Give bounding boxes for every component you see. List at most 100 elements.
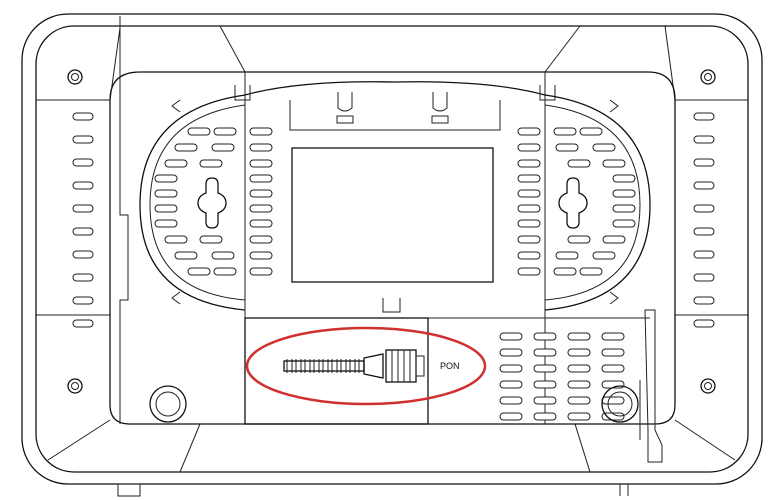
vent-slot [567, 412, 591, 421]
vent-slot [612, 219, 636, 228]
side-vent [693, 158, 715, 167]
left-wall [119, 16, 129, 424]
winding-rail-left [139, 94, 246, 311]
side-vents-left [72, 112, 94, 328]
vent-slot [592, 143, 616, 152]
vent-slot [249, 159, 273, 168]
connector-boot [363, 353, 384, 379]
side-vent [72, 273, 94, 282]
vent-slot [174, 143, 198, 152]
side-vent [72, 135, 94, 144]
vent-slot [601, 396, 625, 405]
side-vent [693, 204, 715, 213]
right-latch [644, 309, 663, 463]
side-vents-right [693, 112, 715, 328]
vent-slots-left [154, 127, 273, 276]
vent-slot [154, 219, 178, 228]
vent-slot [612, 189, 636, 198]
vent-slot [517, 174, 541, 183]
vent-slot [592, 251, 616, 260]
side-vent [72, 204, 94, 213]
pon-port-label: PON [440, 361, 460, 371]
keyhole-right [558, 177, 588, 229]
vent-slot [164, 235, 188, 244]
vent-slot [612, 204, 636, 213]
vent-slot [249, 219, 273, 228]
vent-slot [602, 235, 626, 244]
vent-slot [249, 251, 273, 260]
cable-clips [171, 85, 619, 313]
vent-slot [187, 267, 211, 276]
vent-slot [213, 267, 237, 276]
pon-connector [283, 349, 425, 383]
vent-slot [567, 159, 591, 168]
vent-slot [249, 127, 273, 136]
vent-slot [612, 174, 636, 183]
side-vent [693, 319, 715, 328]
side-vent [693, 181, 715, 190]
vent-slot [553, 267, 577, 276]
vent-slot [555, 251, 579, 260]
upper-bridge-inner [289, 100, 501, 131]
vent-slot [517, 189, 541, 198]
vent-slot [601, 348, 625, 357]
screw-hole-top-right [700, 69, 716, 85]
vent-slots-bottom-right [499, 332, 625, 421]
vent-slot [211, 251, 235, 260]
rubber-foot-right [601, 385, 639, 423]
vent-slot [499, 348, 523, 357]
corner-lines [36, 25, 748, 473]
side-vent [693, 250, 715, 259]
vent-slot [249, 189, 273, 198]
vent-slot [517, 267, 541, 276]
vent-slot [213, 127, 237, 136]
winding-rail-right-inner [544, 104, 641, 301]
vent-slot [499, 364, 523, 373]
vent-slot [499, 380, 523, 389]
pon-highlight-ellipse [245, 326, 487, 406]
screw-hole-top-left [67, 69, 83, 85]
vent-slot [174, 251, 198, 260]
side-vent [72, 227, 94, 236]
outer-housing [21, 13, 763, 485]
vent-slot [499, 412, 523, 421]
connector-body [385, 349, 417, 383]
vent-slot [579, 267, 603, 276]
upper-bridge [244, 81, 546, 96]
vent-slot [579, 127, 603, 136]
rubber-foot-left [149, 385, 187, 423]
vent-slot [154, 189, 178, 198]
vent-slot [517, 159, 541, 168]
screw-hole-bottom-left [67, 378, 83, 394]
vent-slot [249, 235, 273, 244]
vent-slot [154, 174, 178, 183]
vent-slot [517, 127, 541, 136]
vent-slot [211, 143, 235, 152]
vent-slot [249, 267, 273, 276]
vent-slot [517, 219, 541, 228]
vent-slot [199, 159, 223, 168]
vent-slot [533, 396, 557, 405]
side-vent [693, 273, 715, 282]
vent-slot [199, 235, 223, 244]
vent-slot [533, 412, 557, 421]
vent-slot [517, 143, 541, 152]
vent-slot [567, 348, 591, 357]
vent-slot [533, 332, 557, 341]
vent-slot [533, 380, 557, 389]
side-vent [72, 296, 94, 305]
vent-slot [517, 235, 541, 244]
vent-slot [533, 348, 557, 357]
vent-slot [601, 332, 625, 341]
side-vent [72, 112, 94, 121]
vent-slot [601, 364, 625, 373]
side-vent [72, 250, 94, 259]
vent-slot [154, 204, 178, 213]
side-vent [72, 319, 94, 328]
left-foot [117, 483, 141, 497]
vent-slots-right [517, 127, 636, 276]
vent-slot [567, 364, 591, 373]
vent-slot [187, 127, 211, 136]
